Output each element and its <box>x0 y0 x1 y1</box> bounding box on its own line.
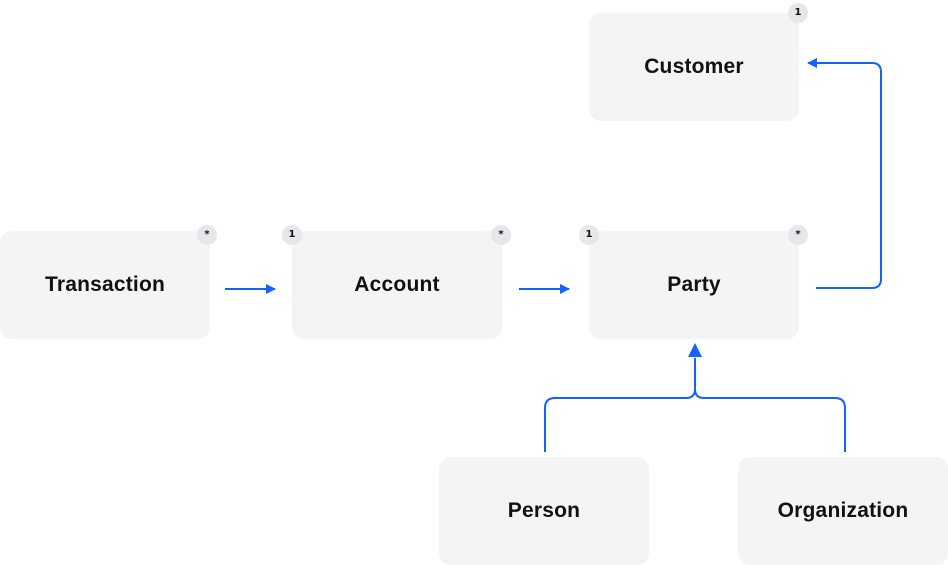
generalization-arrowhead <box>688 343 702 357</box>
node-organization-label: Organization <box>777 499 909 522</box>
edge-organization-to-party <box>694 358 846 452</box>
node-party-label: Party <box>667 273 721 296</box>
edge-person-to-party <box>544 358 696 452</box>
multiplicity-badge: 1 <box>579 225 599 245</box>
multiplicity-badge: * <box>788 225 808 245</box>
node-customer[interactable]: Customer 1 <box>589 3 808 121</box>
multiplicity-badge: 1 <box>282 225 302 245</box>
node-transaction-label: Transaction <box>44 273 166 296</box>
node-person[interactable]: Person <box>439 457 649 565</box>
edge-party-to-customer <box>807 58 882 289</box>
node-account[interactable]: Account 1 * <box>282 225 511 339</box>
node-transaction[interactable]: Transaction * <box>0 225 217 339</box>
node-organization[interactable]: Organization <box>738 457 948 565</box>
node-party[interactable]: Party 1 * <box>579 225 808 339</box>
node-customer-label: Customer <box>644 55 744 78</box>
node-person-label: Person <box>507 499 581 522</box>
multiplicity-badge: 1 <box>788 3 808 23</box>
node-account-label: Account <box>354 273 440 296</box>
multiplicity-badge: * <box>491 225 511 245</box>
multiplicity-badge: * <box>197 225 217 245</box>
